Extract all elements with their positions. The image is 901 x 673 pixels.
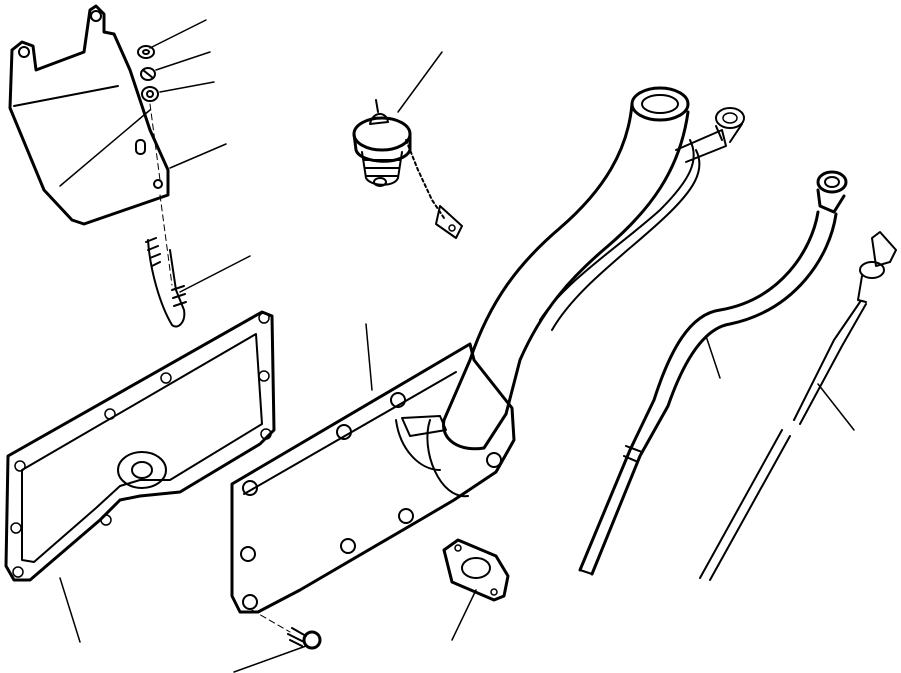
gasket-icon <box>4 310 276 643</box>
cap-screw-icon <box>233 609 322 673</box>
dipstick-icon <box>699 231 897 581</box>
mounting-bracket <box>8 4 170 226</box>
dipstick-tube-icon <box>578 170 848 576</box>
breather-cap-with-chain-icon <box>352 51 463 239</box>
washer-stack <box>137 45 173 286</box>
oil-filler-tube-icon <box>442 86 745 422</box>
threaded-stud-icon <box>145 237 187 328</box>
bracket-leaders <box>149 19 251 293</box>
lock-washer-icon <box>140 67 156 81</box>
washer-icon <box>137 45 155 59</box>
small-gasket-icon <box>442 538 510 641</box>
nut-icon <box>141 86 159 102</box>
side-cover-icon <box>230 323 516 614</box>
